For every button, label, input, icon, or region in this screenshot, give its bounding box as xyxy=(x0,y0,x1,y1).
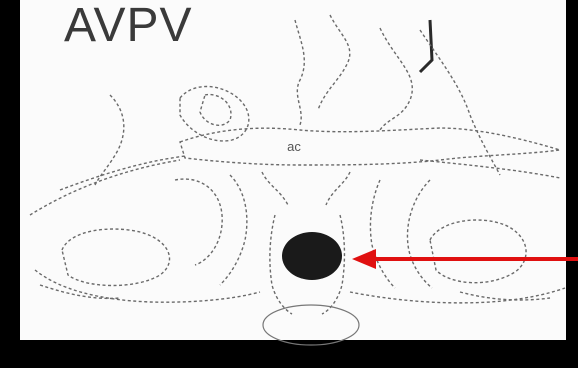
anterior-commissure-outline xyxy=(180,128,560,165)
avpv-nucleus-marker xyxy=(282,232,342,280)
left-lateral-outline xyxy=(95,95,124,185)
left-upper-inner-outline xyxy=(200,95,231,126)
right-inner-region-outline xyxy=(370,180,395,288)
septal-right-outline xyxy=(326,172,350,205)
right-mid-region-outline xyxy=(407,180,432,288)
dorsal-right-ventricle-outline xyxy=(380,28,412,130)
right-lateral-band-outline xyxy=(420,160,560,178)
left-mid-region-outline xyxy=(175,179,222,265)
figure-title: AVPV xyxy=(64,2,193,50)
right-lower-ellipse-outline xyxy=(430,220,526,283)
dorsal-midline-outline xyxy=(295,20,304,125)
right-base-outline xyxy=(350,288,565,303)
left-lateral-band-outline xyxy=(30,160,180,215)
dorsal-left-outline xyxy=(318,15,350,110)
anterior-commissure-label: ac xyxy=(287,139,301,154)
septal-left-outline xyxy=(262,172,288,205)
optic-chiasm-outline xyxy=(263,305,359,345)
left-inner-region-outline xyxy=(220,175,247,285)
left-lower-ellipse-outline xyxy=(62,229,170,286)
pointer-arrow-head xyxy=(352,249,376,269)
